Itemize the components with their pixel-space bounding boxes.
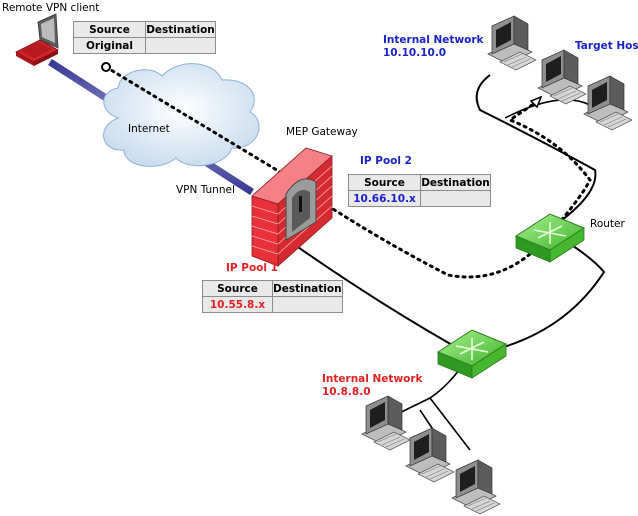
link-router1-hosts <box>475 74 597 231</box>
client-source-value: Original <box>73 37 146 54</box>
internet-label: Internet <box>128 123 170 135</box>
host-top-1-icon <box>487 15 537 71</box>
pool1-nat-table: Source Destination 10.55.8.x <box>202 280 343 313</box>
pool2-nat-table: Source Destination 10.66.10.x <box>348 174 491 207</box>
remote-client-label: Remote VPN client <box>2 2 100 14</box>
ip-pool2-label: IP Pool 2 <box>360 155 412 167</box>
pool2-col-destination: Destination <box>420 174 491 191</box>
host-bottom-2-icon <box>405 427 455 483</box>
internal-network-bottom-title: Internal Network <box>322 373 423 385</box>
link-hosts-branch <box>504 99 591 119</box>
pool1-source-value: 10.55.8.x <box>202 296 273 313</box>
pool2-destination-value <box>420 190 491 207</box>
firewall-icon <box>251 147 333 267</box>
client-col-source: Source <box>73 21 146 38</box>
client-destination-value <box>145 37 216 54</box>
host-bottom-3-icon <box>451 459 501 515</box>
client-nat-table: Source Destination Original <box>73 21 216 54</box>
vpn-tunnel-label: VPN Tunnel <box>176 184 235 196</box>
traffic-arrow <box>529 95 543 109</box>
host-top-3-icon <box>583 75 633 131</box>
traffic-origin <box>101 62 111 72</box>
pool2-source-value: 10.66.10.x <box>348 190 421 207</box>
internal-network-top-title: Internal Network <box>383 34 484 46</box>
router-label: Router <box>590 218 625 230</box>
link-gateway-router2 <box>284 237 471 356</box>
host-bottom-1-icon <box>361 395 411 451</box>
pool1-col-source: Source <box>202 280 273 297</box>
pool2-col-source: Source <box>348 174 421 191</box>
internal-network-bottom-addr: 10.8.8.0 <box>322 386 371 398</box>
target-host-icon <box>537 49 587 105</box>
router-icon-bottom <box>436 329 508 379</box>
gateway-label: MEP Gateway <box>286 126 358 138</box>
link-router2-router1 <box>469 229 606 356</box>
pool1-destination-value <box>272 296 343 313</box>
ip-pool1-label: IP Pool 1 <box>226 262 278 274</box>
laptop-icon <box>15 13 59 66</box>
target-host-label: Target Host <box>575 40 638 52</box>
internal-network-top-addr: 10.10.10.0 <box>383 47 447 59</box>
router-icon-top <box>514 213 586 263</box>
pool1-col-destination: Destination <box>272 280 343 297</box>
client-col-destination: Destination <box>145 21 216 38</box>
traffic-path <box>104 65 282 174</box>
